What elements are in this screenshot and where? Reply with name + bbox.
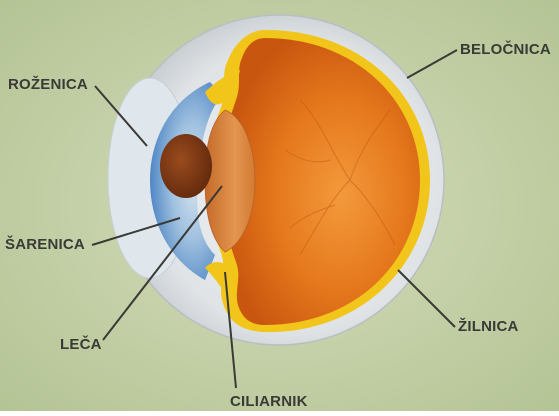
- label-belocnica: BELOČNICA: [460, 41, 551, 59]
- label-leca: LEČA: [60, 336, 102, 354]
- label-zilnica: ŽILNICA: [458, 318, 519, 336]
- label-ciliarnik: CILIARNIK: [230, 393, 308, 411]
- pupil: [160, 134, 212, 198]
- label-sarenica: ŠARENICA: [5, 236, 85, 254]
- label-rozenica: ROŽENICA: [8, 76, 88, 94]
